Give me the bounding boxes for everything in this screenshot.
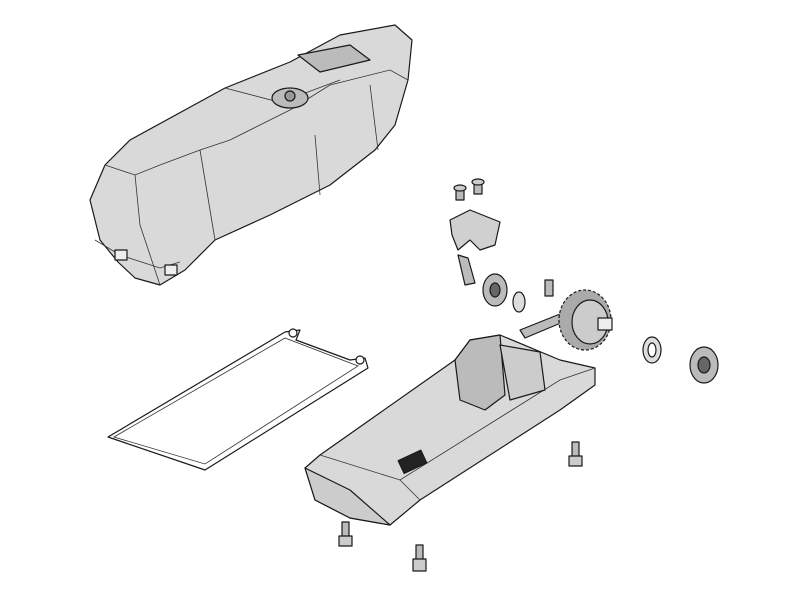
gasket: [107, 328, 369, 471]
screw: [544, 279, 554, 297]
base-housing: [304, 334, 596, 526]
bracket-assembly: [449, 178, 554, 313]
gear-assembly: [519, 289, 719, 384]
bottom-screws: [338, 441, 583, 572]
lever: [457, 254, 476, 286]
housing-cover: [89, 24, 413, 286]
bracket: [449, 209, 501, 251]
cover-recess: [297, 44, 371, 73]
washer: [512, 291, 526, 313]
gear-hub: [597, 317, 613, 331]
gear-mount: [454, 334, 506, 411]
label-plate: [397, 449, 428, 475]
